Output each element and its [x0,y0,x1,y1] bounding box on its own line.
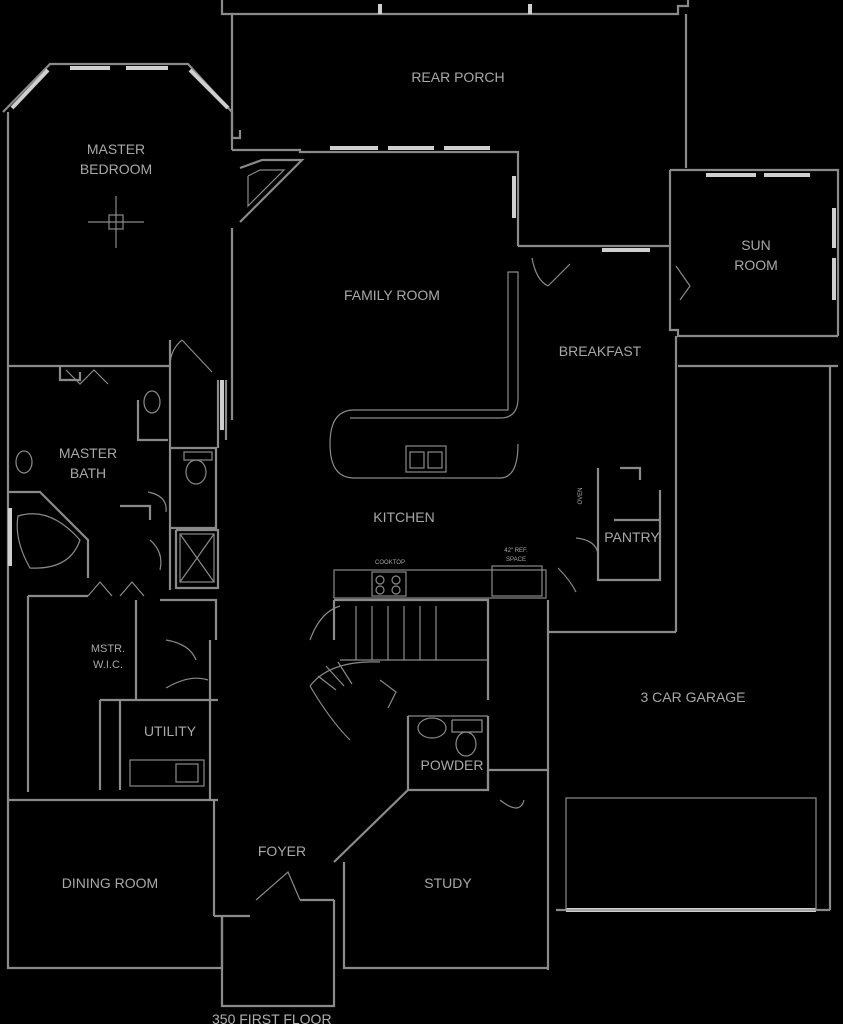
room-label-sun-room-line1: SUN [741,237,771,253]
staircase [309,605,488,741]
room-label-foyer: FOYER [258,843,306,859]
note-ref-space-line1: 42" REF. [504,548,528,554]
plan-title: 350 FIRST FLOOR [212,1011,332,1024]
room-label-pantry: PANTRY [604,529,660,545]
room-label-master-wic-line2: W.I.C. [93,659,123,671]
room-label-study: STUDY [424,875,472,891]
room-label-master-bedroom-line1: MASTER [87,141,145,157]
room-label-utility: UTILITY [144,723,197,739]
room-label-rear-porch: REAR PORCH [411,69,504,85]
room-label-sun-room-line2: ROOM [734,257,778,273]
note-cooktop: COOKTOP [375,560,405,566]
room-label-breakfast: BREAKFAST [559,343,642,359]
room-label-master-bath-line1: MASTER [59,445,117,461]
room-label-master-wic-line1: MSTR. [91,643,125,655]
note-oven: OVEN [578,487,584,504]
room-label-master-bath-line2: BATH [70,465,106,481]
room-label-family-room: FAMILY ROOM [344,287,440,303]
room-label-garage: 3 CAR GARAGE [640,689,745,705]
ceiling-fan-icon [88,196,144,248]
room-label-master-bedroom-line2: BEDROOM [80,161,152,177]
note-ref-space-line2: SPACE [506,557,526,563]
room-labels: REAR PORCH MASTER BEDROOM FAMILY ROOM SU… [59,69,778,1024]
windows [8,4,836,912]
room-label-dining-room: DINING ROOM [62,875,158,891]
doors-and-fixtures [15,196,817,911]
room-label-powder: POWDER [421,757,484,773]
room-label-kitchen: KITCHEN [373,509,434,525]
